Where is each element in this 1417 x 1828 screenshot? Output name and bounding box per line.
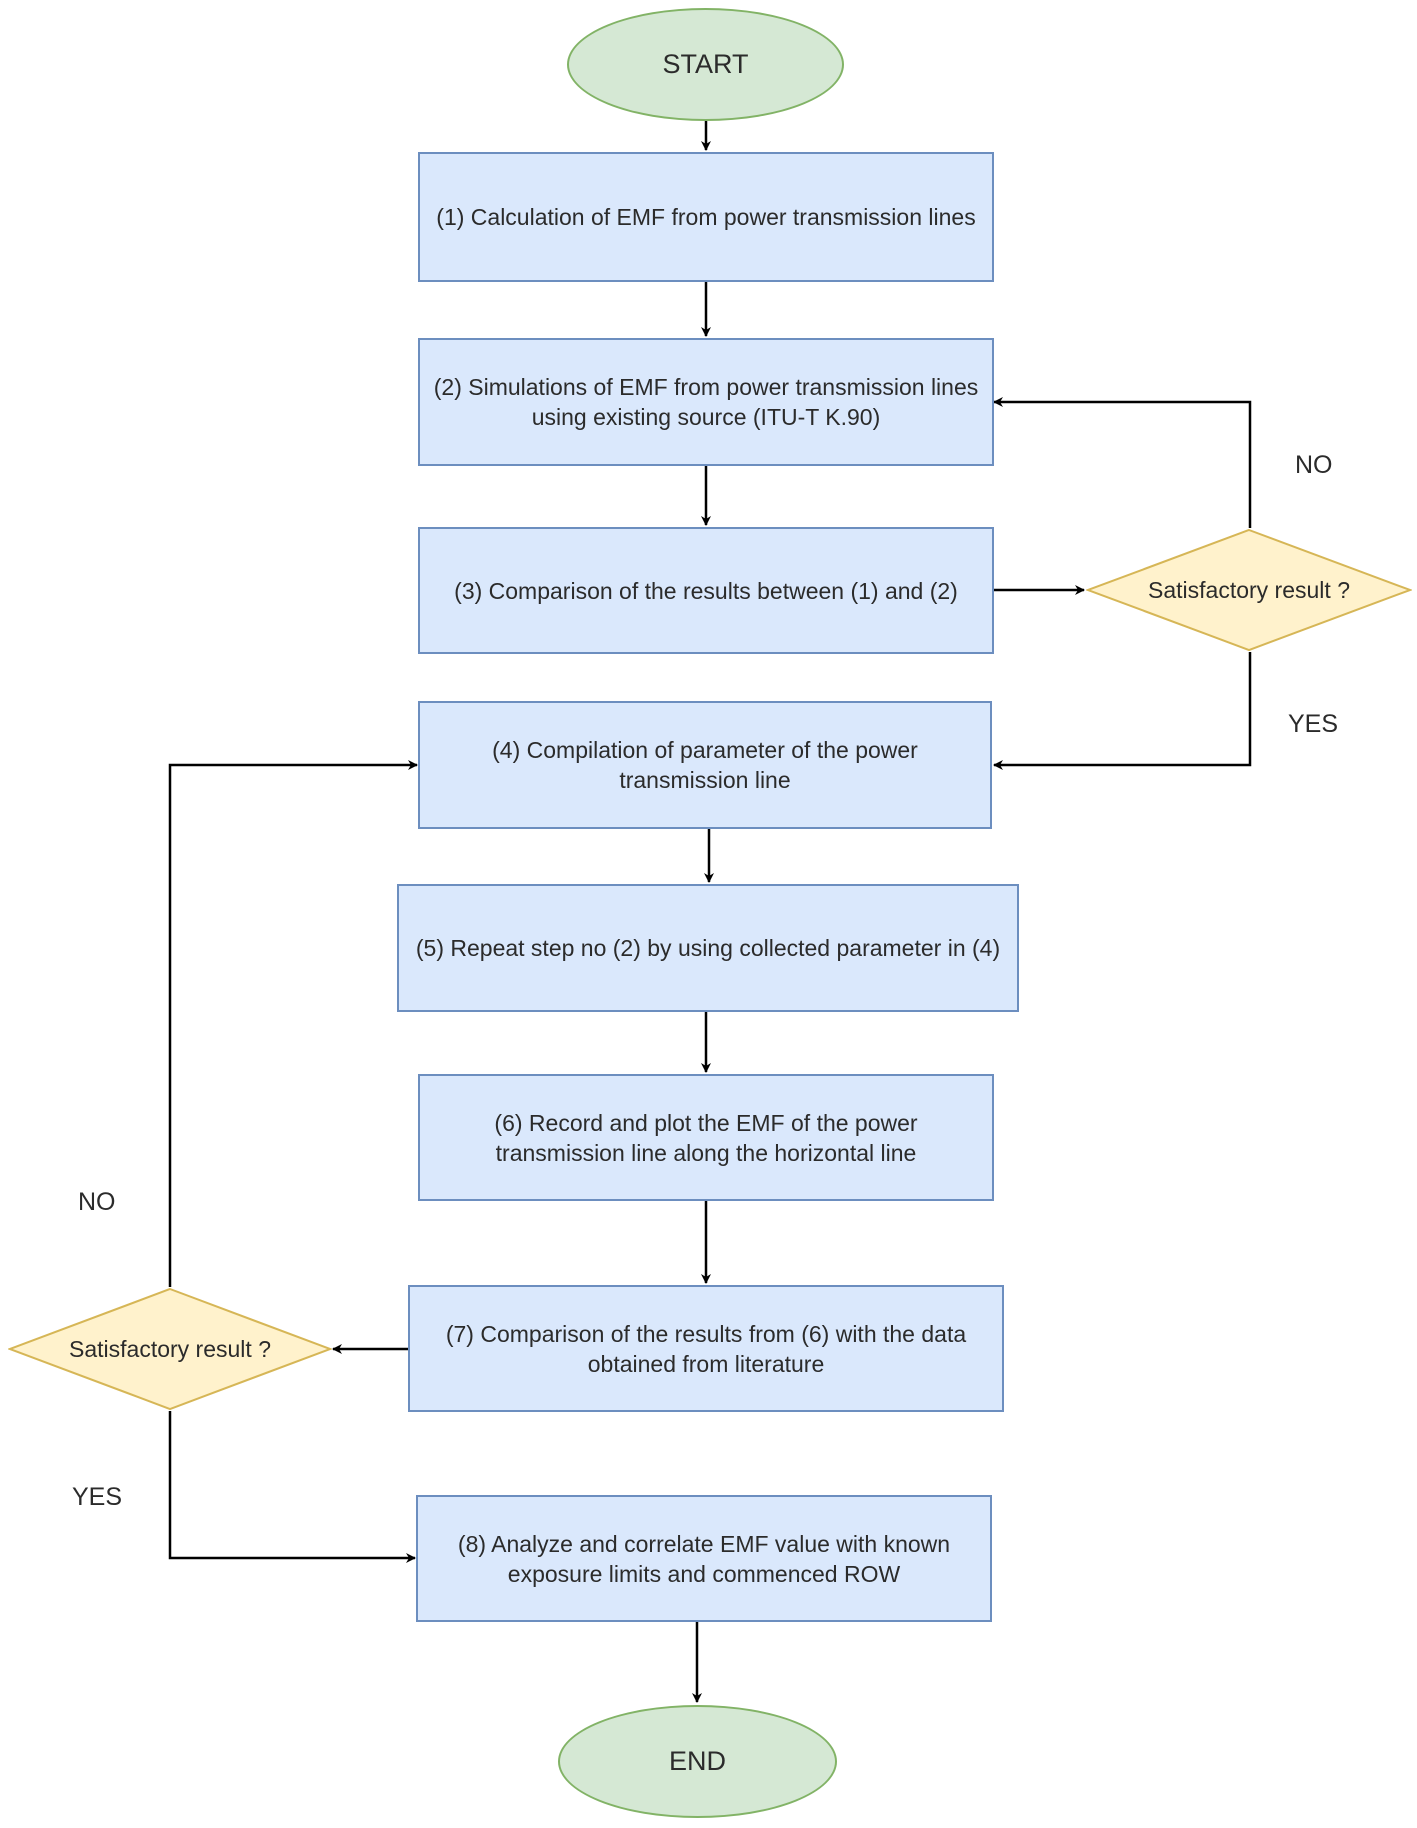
end-label: END bbox=[668, 1746, 726, 1776]
decision-1-yes-label: YES bbox=[1288, 710, 1339, 738]
step-3-box: (3) Comparison of the results between (1… bbox=[418, 527, 994, 654]
start-label: START bbox=[662, 49, 749, 79]
decision-2-yes-label: YES bbox=[72, 1483, 123, 1511]
step-4-label: (4) Compilation of parameter of the powe… bbox=[492, 737, 918, 793]
decision-2-shape bbox=[8, 1287, 332, 1411]
decision-1-shape bbox=[1086, 528, 1412, 652]
connector-decision1-yes-to-step4 bbox=[993, 652, 1252, 770]
step-2-box: (2) Simulations of EMF from power transm… bbox=[418, 338, 994, 466]
step-3-label: (3) Comparison of the results between (1… bbox=[454, 577, 958, 604]
connector-decision2-yes-to-step8 bbox=[168, 1411, 416, 1563]
step-5-box: (5) Repeat step no (2) by using collecte… bbox=[397, 884, 1019, 1012]
step-6-label: (6) Record and plot the EMF of the power… bbox=[494, 1109, 918, 1166]
decision-1-label: Satisfactory result ? bbox=[1148, 576, 1350, 603]
step-8-label: (8) Analyze and correlate EMF value with… bbox=[457, 1530, 951, 1587]
step-1-label: (1) Calculation of EMF from power transm… bbox=[436, 204, 976, 230]
decision-1-no-label: NO bbox=[1295, 451, 1333, 479]
step-2-label: (2) Simulations of EMF from power transm… bbox=[433, 374, 979, 430]
step-7-box: (7) Comparison of the results from (6) w… bbox=[408, 1285, 1004, 1412]
connector-decision1-no-to-step2 bbox=[993, 397, 1252, 528]
end-terminal: END bbox=[558, 1705, 837, 1818]
decision-2-diamond: Satisfactory result ? bbox=[8, 1287, 332, 1411]
decision-2-label: Satisfactory result ? bbox=[69, 1335, 271, 1362]
step-7-label: (7) Comparison of the results from (6) w… bbox=[445, 1320, 967, 1377]
step-1-box: (1) Calculation of EMF from power transm… bbox=[418, 152, 994, 282]
step-6-box: (6) Record and plot the EMF of the power… bbox=[418, 1074, 994, 1201]
step-5-label: (5) Repeat step no (2) by using collecte… bbox=[415, 935, 1001, 961]
decision-2-no-label: NO bbox=[78, 1188, 116, 1216]
decision-1-diamond: Satisfactory result ? bbox=[1086, 528, 1412, 652]
start-terminal: START bbox=[567, 8, 844, 121]
step-8-box: (8) Analyze and correlate EMF value with… bbox=[416, 1495, 992, 1622]
connector-decision2-no-to-step4 bbox=[168, 760, 418, 1287]
step-4-box: (4) Compilation of parameter of the powe… bbox=[418, 701, 992, 829]
